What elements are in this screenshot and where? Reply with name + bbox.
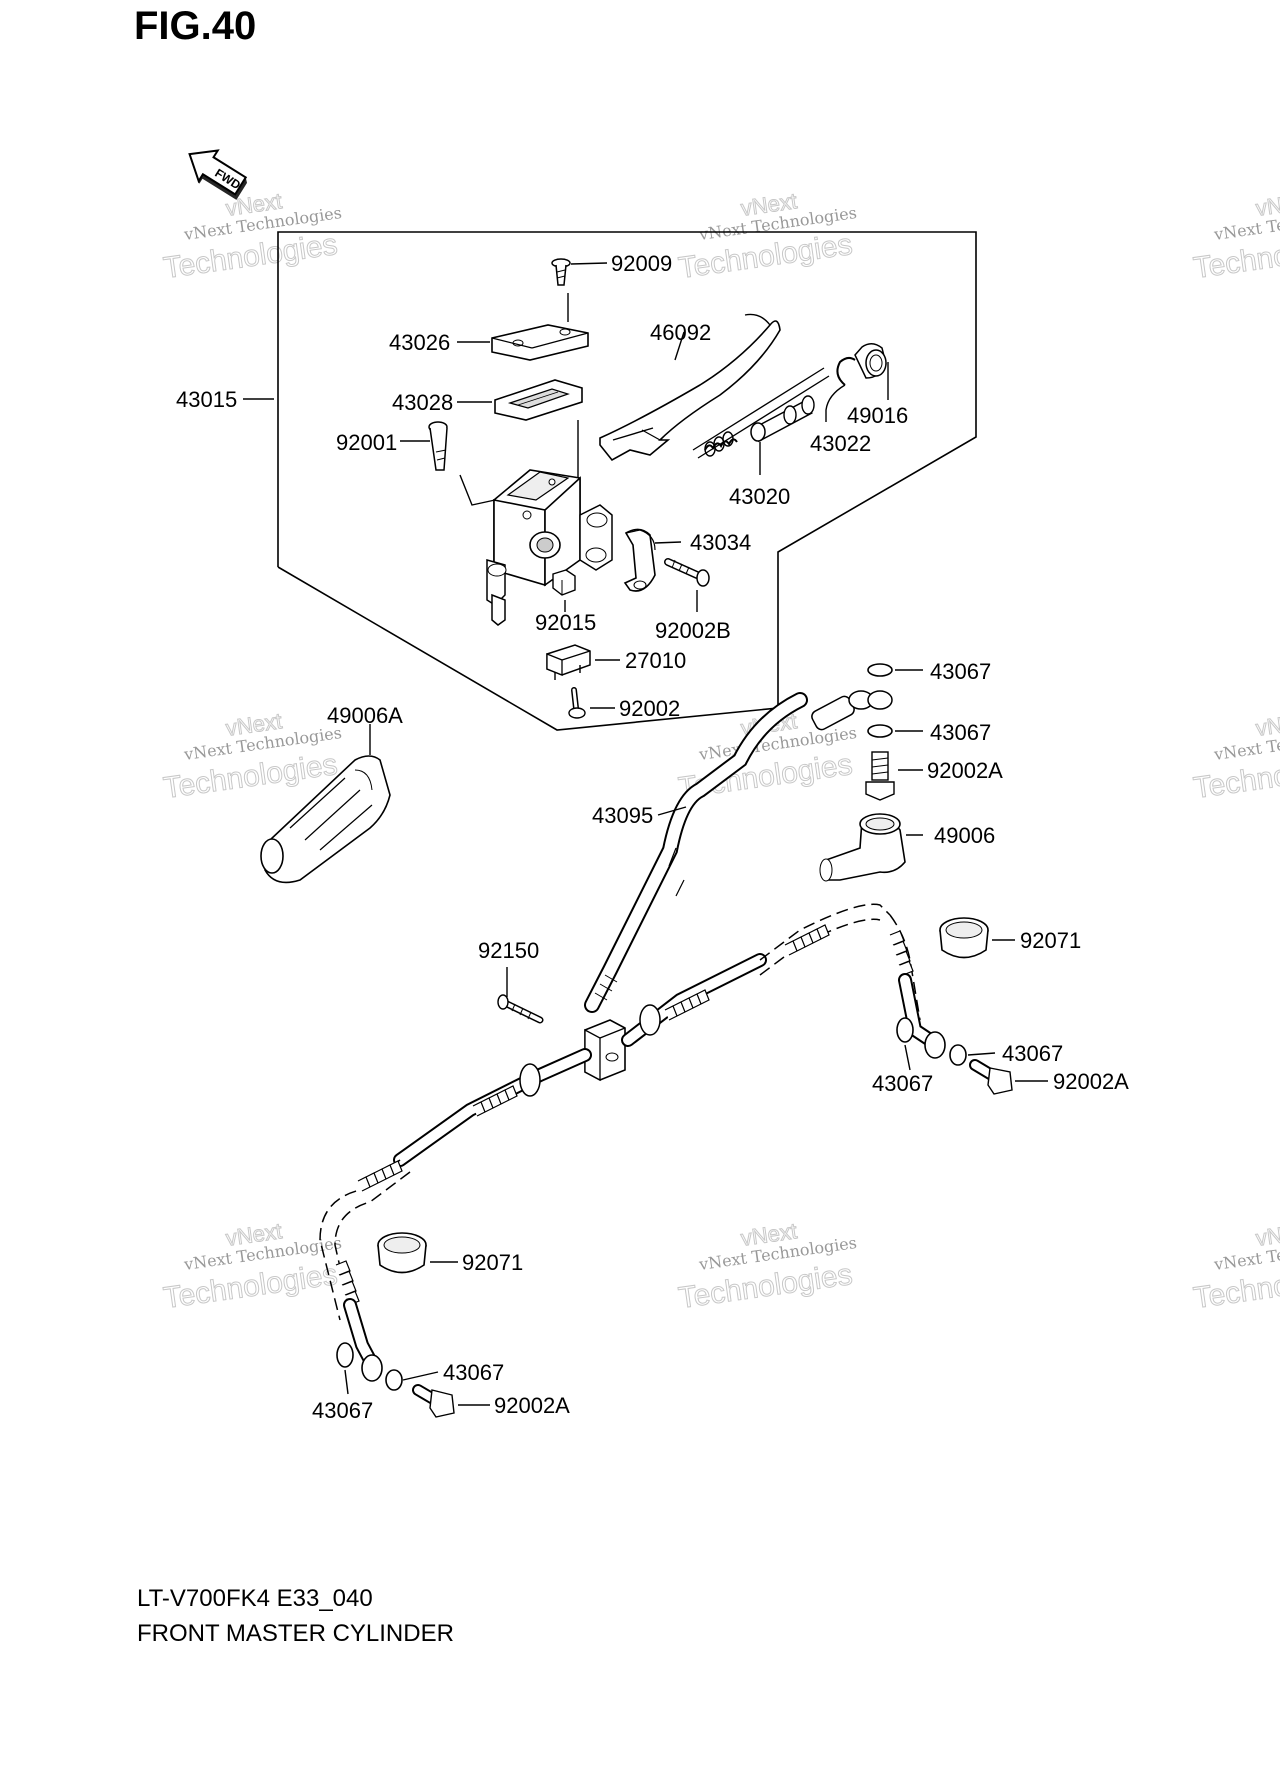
switch-27010 (546, 644, 591, 680)
bolt-92002B (664, 558, 710, 587)
assembly-43015-boundary (277, 231, 977, 731)
watermark-7: vNext Technologies Technologies vNext (161, 1218, 343, 1316)
master-cylinder-body (486, 469, 613, 626)
washer-43067-right-1 (896, 1017, 914, 1043)
union-bolt-92002A-left (412, 1384, 455, 1418)
part-label-92002A-right: 92002A (1053, 1069, 1129, 1094)
part-label-49016: 49016 (847, 403, 908, 428)
banjo-left (361, 1354, 383, 1382)
screw-92002 (568, 687, 586, 719)
model-code: LT-V700FK4 E33_040 (137, 1585, 373, 1612)
washer-43067-left-1 (336, 1342, 354, 1368)
clamp-43034 (623, 528, 656, 592)
part-label-43020: 43020 (729, 484, 790, 509)
watermark-6: vNext Technologies Technologies vNext (1191, 708, 1280, 806)
brake-hose-right (621, 903, 937, 1047)
part-label-43067-right-2: 43067 (872, 1071, 933, 1096)
part-label-92071-left: 92071 (462, 1250, 523, 1275)
part-label-43026: 43026 (389, 330, 450, 355)
washer-43067-top-1 (867, 663, 893, 677)
watermark-text: vNext (1254, 188, 1280, 221)
part-label-92002B: 92002B (655, 618, 731, 643)
brake-hose-43095 (584, 690, 893, 1013)
union-bolt-92002A-right (969, 1059, 1013, 1095)
screw-92009 (551, 258, 571, 286)
part-label-43015: 43015 (176, 387, 237, 412)
grommet-92071-left (377, 1232, 427, 1274)
brake-lever-46092 (599, 313, 781, 462)
part-label-43067-left-1: 43067 (443, 1360, 504, 1385)
three-way-joint (584, 1019, 626, 1082)
protector-49006A (260, 755, 391, 884)
watermark-3: vNext Technologies Technologies vNext (1191, 188, 1280, 286)
part-label-49006: 49006 (934, 823, 995, 848)
part-label-43022: 43022 (810, 431, 871, 456)
part-label-92002A-left: 92002A (494, 1393, 570, 1418)
part-label-92009: 92009 (611, 251, 672, 276)
reservoir-cap-43026 (491, 324, 589, 361)
protector-49006 (819, 813, 906, 882)
assembly-name: FRONT MASTER CYLINDER (137, 1620, 454, 1647)
part-label-27010: 27010 (625, 648, 686, 673)
watermark-text: vNext (1254, 1218, 1280, 1251)
part-label-43034: 43034 (690, 530, 751, 555)
bolt-92150 (497, 994, 544, 1024)
leader-lines (243, 262, 1048, 1406)
watermark-8: vNext Technologies Technologies vNext (676, 1218, 858, 1316)
part-label-92001: 92001 (336, 430, 397, 455)
nut-92015 (552, 569, 576, 596)
part-label-43095: 43095 (592, 803, 653, 828)
figure-title: FIG.40 (134, 4, 257, 48)
watermark-9: vNext Technologies Technologies vNext (1191, 1218, 1280, 1316)
washer-43067-top-2 (867, 724, 893, 738)
part-label-43067-right-1: 43067 (1002, 1041, 1063, 1066)
watermark-text: vNext (1254, 708, 1280, 741)
bolt-92001 (428, 421, 448, 471)
piston-kit-43020 (692, 367, 830, 459)
part-label-43067-top-2: 43067 (930, 720, 991, 745)
union-bolt-92002A-top (865, 751, 895, 801)
part-label-92002: 92002 (619, 696, 680, 721)
part-label-43028: 43028 (392, 390, 453, 415)
circlip-43022 (836, 356, 856, 386)
watermark-group: vNext Technologies Technologies vNext vN… (161, 188, 1280, 1316)
part-label-92002A-top: 92002A (927, 758, 1003, 783)
part-label-92015: 92015 (535, 610, 596, 635)
brake-hose-left (319, 1048, 592, 1367)
part-labels: 92009 43026 46092 43015 43028 49016 9200… (176, 251, 1129, 1423)
part-label-49006A: 49006A (327, 703, 403, 728)
diaphragm-43028 (494, 379, 583, 421)
part-label-43067-top-1: 43067 (930, 659, 991, 684)
watermark-4: vNext Technologies Technologies vNext (161, 708, 343, 806)
grommet-92071-right (939, 917, 989, 959)
washer-43067-left-2 (385, 1369, 403, 1391)
part-label-46092: 46092 (650, 320, 711, 345)
boot-49016 (854, 343, 887, 379)
part-label-43067-left-2: 43067 (312, 1398, 373, 1423)
part-label-92150: 92150 (478, 938, 539, 963)
banjo-right (924, 1031, 946, 1059)
part-label-92071-right: 92071 (1020, 928, 1081, 953)
washer-43067-right-2 (949, 1044, 967, 1066)
